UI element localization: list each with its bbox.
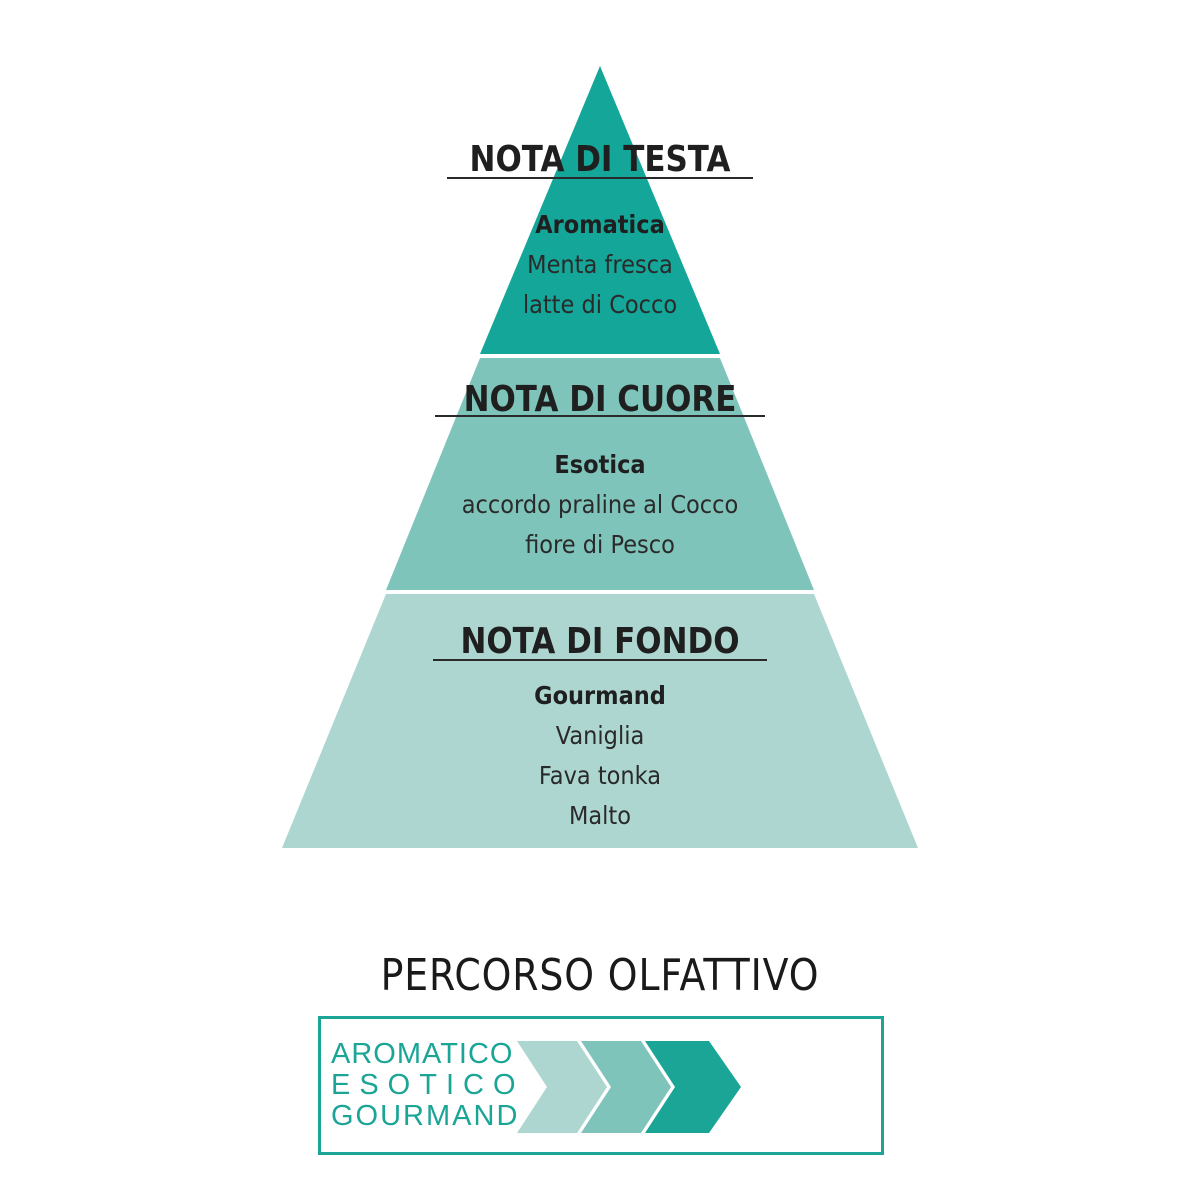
tier-base-note: Vaniglia	[555, 721, 645, 750]
percorso-word-list: AROMATICO ESOTICO GOURMAND	[331, 1039, 521, 1132]
percorso-chevrons	[517, 1041, 741, 1133]
tier-base-title: NOTA DI FONDO	[460, 621, 740, 662]
tier-base-category: Gourmand	[534, 681, 666, 710]
percorso-word: ESOTICO	[331, 1069, 525, 1101]
tier-top-notes: Aromatica Menta fresca latte di Cocco	[60, 205, 1140, 325]
pyramid-tier-base	[282, 594, 918, 848]
percorso-box: AROMATICO ESOTICO GOURMAND	[318, 1016, 884, 1155]
tier-heart-notes: Esotica accordo praline al Cocco fiore d…	[60, 445, 1140, 565]
tier-base-note: Fava tonka	[538, 761, 662, 790]
tier-heart-note: fiore di Pesco	[525, 530, 675, 559]
pyramid-tier-top	[480, 66, 720, 354]
tier-heart-divider	[435, 415, 765, 417]
percorso-word: AROMATICO	[331, 1038, 514, 1070]
tier-base-divider	[433, 659, 767, 661]
tier-heart-note: accordo praline al Cocco	[461, 490, 739, 519]
chevron-arrow-icon	[517, 1041, 607, 1133]
tier-top-note: Menta fresca	[527, 250, 673, 279]
tier-heart-category: Esotica	[554, 450, 646, 479]
tier-heart-title: NOTA DI CUORE	[463, 379, 737, 420]
tier-base-note: Malto	[568, 801, 632, 830]
tier-top-note: latte di Cocco	[522, 290, 678, 319]
chevron-arrow-icon	[581, 1041, 671, 1133]
tier-top-category: Aromatica	[535, 210, 665, 239]
percorso-title: PERCORSO OLFATTIVO	[380, 950, 820, 1001]
tier-top-divider	[447, 177, 753, 179]
percorso-word: GOURMAND	[331, 1100, 520, 1132]
chevron-arrow-icon	[645, 1041, 741, 1133]
tier-base-notes: Gourmand Vaniglia Fava tonka Malto	[60, 676, 1140, 836]
tier-top-title: NOTA DI TESTA	[469, 139, 731, 180]
